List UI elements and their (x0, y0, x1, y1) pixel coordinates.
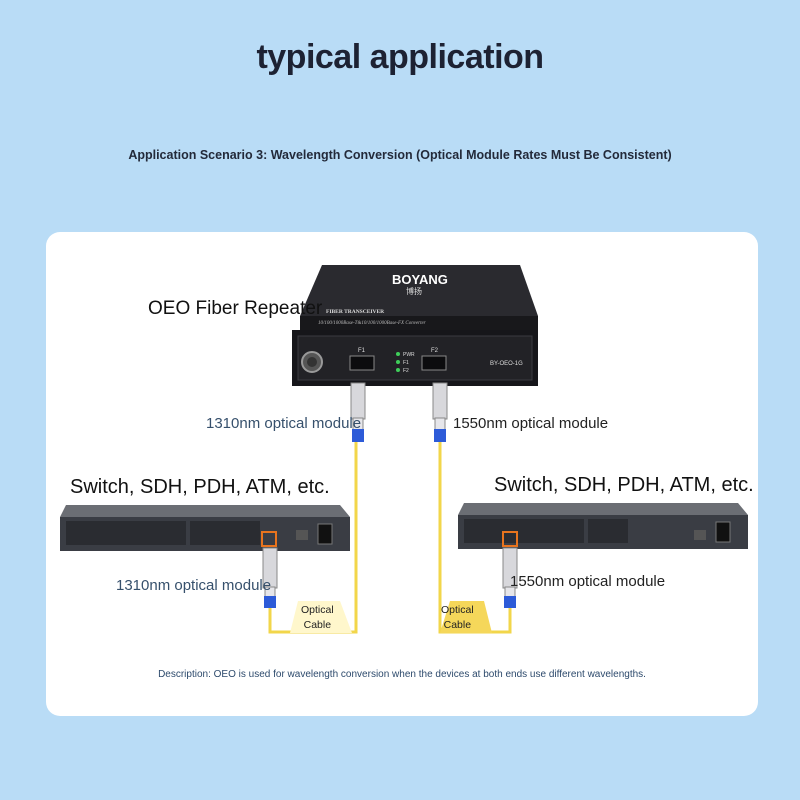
led-f2-label: F2 (403, 368, 409, 374)
port-f1-label: F1 (358, 348, 366, 354)
led-f1-label: F1 (403, 360, 409, 366)
module-bottom-left-label: 1310nm optical module (116, 577, 271, 594)
led-icon (396, 352, 400, 356)
sfp-module-icon (351, 383, 365, 442)
device-brand-cn: 博扬 (406, 286, 422, 296)
cable-left-line2: Cable (301, 618, 334, 633)
cable-left-line1: Optical (301, 603, 334, 618)
description: Description: OEO is used for wavelength … (46, 669, 758, 680)
cable-right-line1: Optical (441, 603, 474, 618)
port-f2-label: F2 (431, 348, 439, 354)
module-top-right-label: 1550nm optical module (453, 415, 608, 432)
cable-left-label: Optical Cable (301, 603, 334, 633)
port-f2 (422, 356, 446, 370)
power-socket-icon (318, 524, 332, 544)
device-front-title: FIBER TRANSCEIVER (326, 309, 385, 315)
oeo-repeater-device: BOYANG 博扬 FIBER TRANSCEIVER 10/100/1000B… (292, 265, 538, 386)
cable-right-label: Optical Cable (441, 603, 474, 633)
power-socket-icon (716, 522, 730, 542)
switch-right-label: Switch, SDH, PDH, ATM, etc. (490, 474, 758, 497)
device-model: BY-OEO-1G (490, 361, 523, 367)
module-bottom-right-label: 1550nm optical module (510, 573, 665, 590)
device-brand: BOYANG (392, 272, 448, 287)
oeo-repeater-label: OEO Fiber Repeater (148, 298, 322, 320)
sfp-module-icon (433, 383, 447, 442)
cable-right-line2: Cable (441, 618, 474, 633)
module-top-left-label: 1310nm optical module (206, 415, 361, 432)
led-pwr-label: PWR (403, 352, 415, 358)
switch-right (458, 503, 748, 549)
switch-left-label: Switch, SDH, PDH, ATM, etc. (66, 476, 334, 499)
port-f1 (350, 356, 374, 370)
switch-left (60, 505, 350, 551)
device-front-sub: 10/100/1000Base-T&10/100/1000Base-FX Con… (318, 321, 426, 326)
